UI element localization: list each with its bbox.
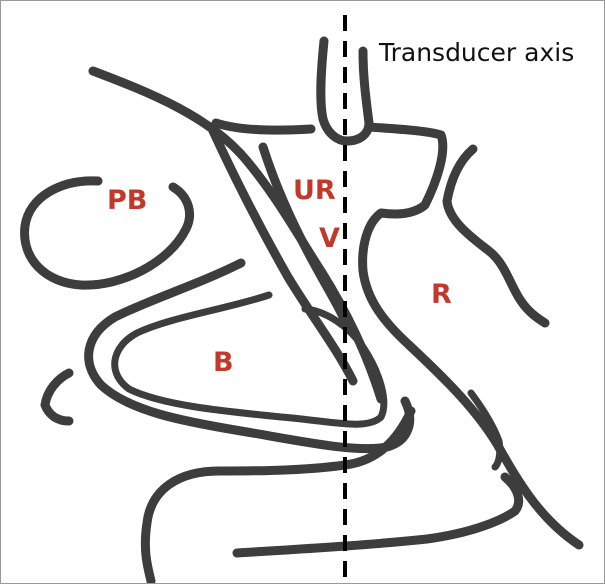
transducer-axis-label: Transducer axis xyxy=(378,38,574,67)
rectum-outer-wall xyxy=(447,149,545,323)
label-r: R xyxy=(431,279,452,310)
lower-right-contour xyxy=(237,477,519,553)
urethra-inner-wall-left xyxy=(213,131,353,381)
label-ur: UR xyxy=(293,175,336,206)
label-b: B xyxy=(213,347,234,378)
vagina-posterior-wall xyxy=(363,127,579,545)
label-v: V xyxy=(319,223,340,254)
label-pb: PB xyxy=(107,185,147,216)
left-hook-contour xyxy=(45,373,69,421)
urethra-upper-wall xyxy=(216,123,311,130)
